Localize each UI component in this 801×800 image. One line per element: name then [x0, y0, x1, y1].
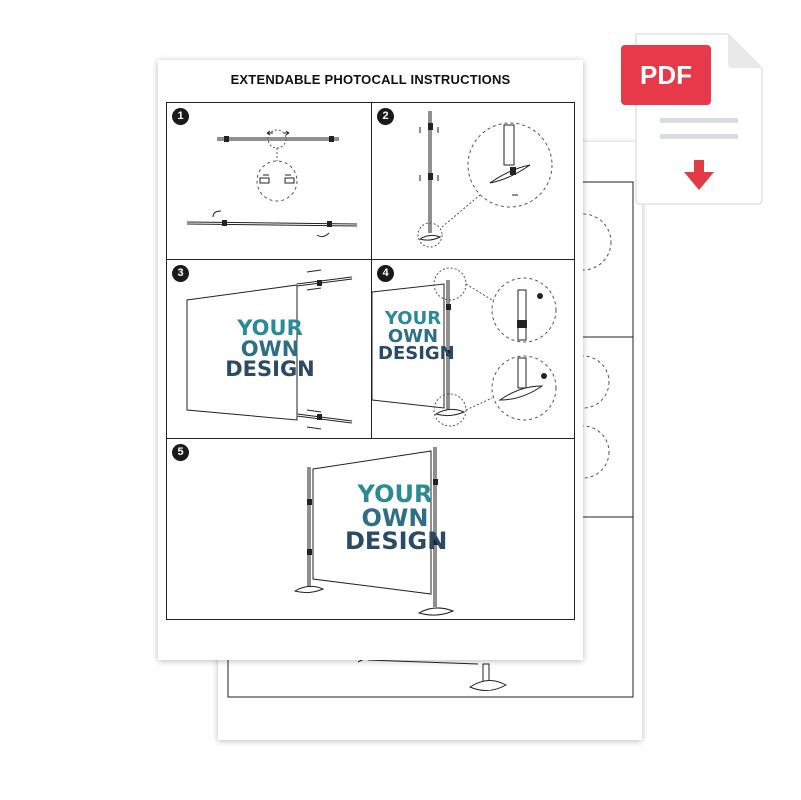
step-1-number: 1: [172, 108, 189, 125]
step-3-banner-text: YOUR OWN DESIGN: [225, 316, 315, 382]
step-4-diagram: [372, 267, 557, 427]
step-2-diagram: [417, 111, 553, 248]
step-4-panel: 4 YOUR OWN DESIGN: [371, 259, 575, 439]
step-1-panel: 1: [166, 102, 372, 260]
pdf-label: PDF: [621, 45, 711, 105]
page-title: EXTENDABLE PHOTOCALL INSTRUCTIONS: [230, 72, 511, 87]
step-2-number: 2: [377, 108, 394, 125]
step-2-panel: 2: [371, 102, 575, 260]
step-5-banner-text: YOUR OWN DESIGN: [345, 480, 448, 556]
step-4-number: 4: [377, 265, 394, 282]
step-3-panel: 3 YOUR OWN DESIGN: [166, 259, 372, 439]
step-5-panel: 5 YOUR OWN DESIGN: [166, 438, 575, 620]
front-instruction-page: EXTENDABLE PHOTOCALL INSTRUCTIONS 1 2: [158, 60, 583, 660]
step-5-number: 5: [172, 444, 189, 461]
step-3-diagram: [186, 269, 353, 430]
step-4-banner-text: YOUR OWN DESIGN: [378, 308, 455, 365]
step-1-diagram: [186, 129, 358, 238]
step-5-diagram: [293, 447, 455, 616]
step-3-number: 3: [172, 265, 189, 282]
